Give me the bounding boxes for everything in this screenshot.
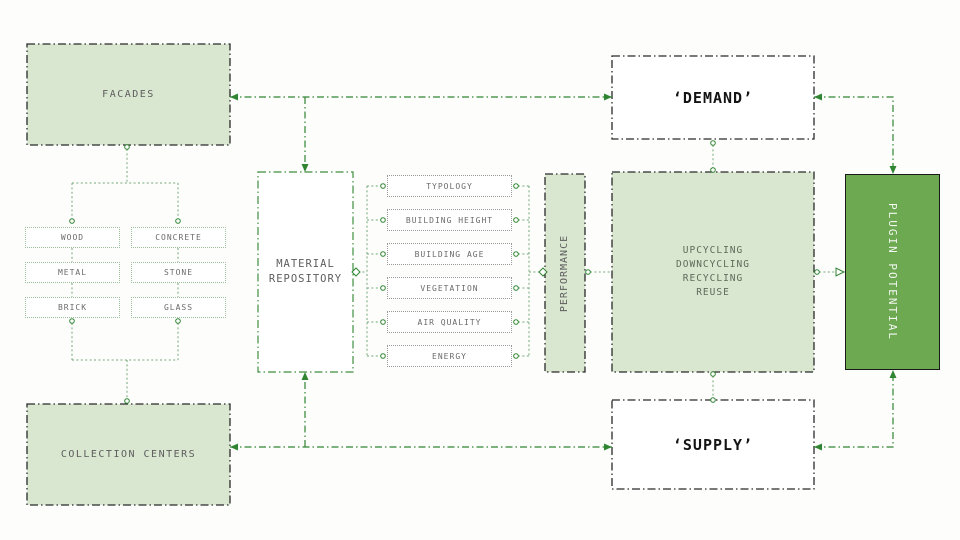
material-repository-box: MATERIAL REPOSITORY <box>258 172 353 372</box>
process-box: UPCYCLING DOWNCYCLING RECYCLING REUSE <box>612 172 814 372</box>
performance-box: PERFORMANCE <box>545 174 585 372</box>
attribute-cell-energy: ENERGY <box>387 345 512 367</box>
material-repository-label: MATERIAL REPOSITORY <box>268 258 343 285</box>
plugin-potential-label: PLUGIN POTENTIAL <box>886 203 899 341</box>
collection-centers-label: COLLECTION CENTERS <box>60 449 197 460</box>
plugin-potential-box: PLUGIN POTENTIAL <box>845 174 940 370</box>
demand-label: ‘DEMAND’ <box>672 88 754 107</box>
facades-label: FACADES <box>102 89 155 100</box>
attribute-cell-typology: TYPOLOGY <box>387 175 512 197</box>
process-line-recycling: RECYCLING <box>682 273 744 284</box>
supply-label: ‘SUPPLY’ <box>672 435 754 454</box>
material-cell-glass: GLASS <box>131 297 226 318</box>
attribute-cell-air-quality: AIR QUALITY <box>387 311 512 333</box>
attribute-cell-vegetation: VEGETATION <box>387 277 512 299</box>
material-cell-stone: STONE <box>131 262 226 283</box>
material-cell-metal: METAL <box>25 262 120 283</box>
process-line-reuse: REUSE <box>696 287 730 298</box>
process-line-upcycling: UPCYCLING <box>682 245 744 256</box>
attribute-cell-building-height: BUILDING HEIGHT <box>387 209 512 231</box>
attribute-cell-building-age: BUILDING AGE <box>387 243 512 265</box>
supply-box: ‘SUPPLY’ <box>612 400 814 489</box>
collection-centers-box: COLLECTION CENTERS <box>27 404 230 505</box>
material-cell-brick: BRICK <box>25 297 120 318</box>
performance-label: PERFORMANCE <box>559 234 571 312</box>
demand-box: ‘DEMAND’ <box>612 56 814 139</box>
process-line-downcycling: DOWNCYCLING <box>676 259 750 270</box>
material-cell-concrete: CONCRETE <box>131 227 226 248</box>
facades-box: FACADES <box>27 44 230 145</box>
material-cell-wood: WOOD <box>25 227 120 248</box>
